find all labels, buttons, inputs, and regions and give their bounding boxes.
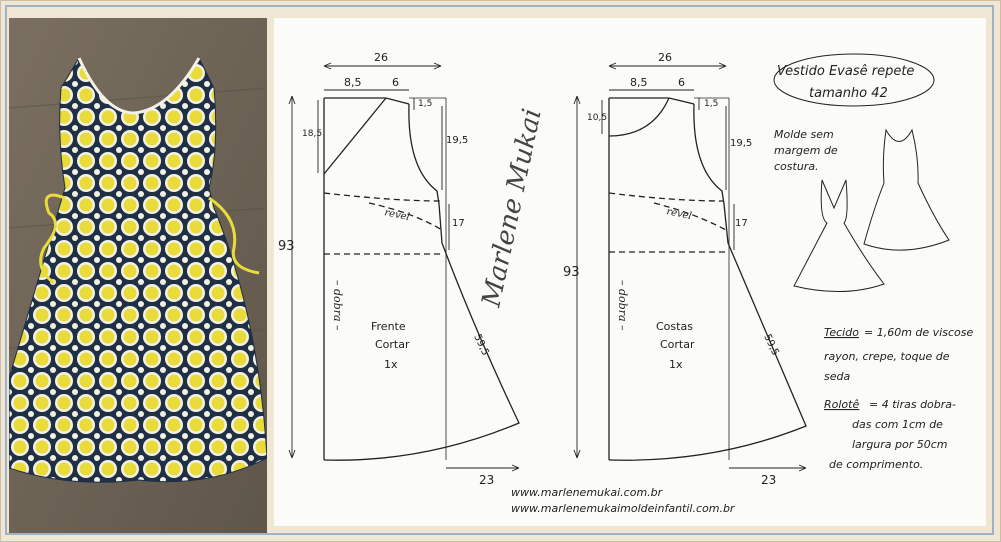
front-shoulder-drop-label: 1,5 <box>418 99 432 109</box>
back-length-label: 93 <box>563 265 580 280</box>
tie-right <box>208 196 260 275</box>
front-shoulder-label: 6 <box>392 76 399 89</box>
front-neck-depth-label: 18,5 <box>302 129 322 139</box>
dress-title: Vestido Evasê repete <box>777 64 914 79</box>
back-top-width-label: 26 <box>658 51 672 64</box>
back-neck-depth-label: 10,5 <box>587 113 607 123</box>
back-seam-label: 59,5 <box>761 333 780 358</box>
back-fold-label: – dobra – <box>616 280 629 331</box>
back-title: Costas <box>656 320 693 333</box>
dress-illustration <box>9 18 267 533</box>
fabric-line-3: seda <box>824 370 850 383</box>
note-line-1: Molde sem <box>774 128 834 141</box>
back-neck-width-label: 8,5 <box>630 76 648 89</box>
dress-sketches <box>793 128 950 292</box>
front-seam-label: 59,5 <box>471 333 490 358</box>
pattern-sheet: 26 8,5 6 1,5 18,5 19,5 17 93 – dobra – r… <box>274 18 986 526</box>
tie-line-3: largura por 50cm <box>852 438 948 451</box>
tie-line-2: das com 1cm de <box>852 418 943 431</box>
dress-size: tamanho 42 <box>809 86 888 101</box>
front-hem-label: 23 <box>479 473 494 487</box>
url-line-1: www.marlenemukai.com.br <box>511 486 664 499</box>
front-side-label: 17 <box>452 218 465 229</box>
back-shoulder-drop-label: 1,5 <box>704 99 718 109</box>
dimension-lines <box>288 62 807 472</box>
front-armhole-label: 19,5 <box>446 135 468 146</box>
back-cut-count: 1x <box>669 358 683 371</box>
front-pattern-piece <box>323 97 520 461</box>
back-cut-label: Cortar <box>660 338 695 351</box>
front-cut-label: Cortar <box>375 338 410 351</box>
tie-label: Rolotê <box>824 398 859 411</box>
front-neck-width-label: 8,5 <box>344 76 362 89</box>
fabric-line-2: rayon, crepe, toque de <box>824 350 950 363</box>
back-hem-label: 23 <box>761 473 776 487</box>
designer-signature: Marlene Mukai <box>476 106 547 310</box>
tie-left <box>39 193 66 285</box>
front-length-label: 93 <box>278 239 295 254</box>
back-pattern-piece <box>608 97 807 461</box>
front-title: Frente <box>371 320 406 333</box>
dress-photo <box>9 18 267 533</box>
image-border <box>5 5 994 535</box>
front-cut-count: 1x <box>384 358 398 371</box>
tie-line-4: de comprimento. <box>829 458 923 471</box>
back-side-label: 17 <box>735 218 748 229</box>
back-shoulder-label: 6 <box>678 76 685 89</box>
note-line-3: costura. <box>774 160 819 173</box>
front-facing-label: revel <box>383 207 410 223</box>
note-line-2: margem de <box>774 144 838 157</box>
front-fold-label: – dobra – <box>331 280 344 331</box>
fabric-label: Tecido <box>824 326 859 339</box>
fabric-line-1: = 1,60m de viscose <box>864 326 973 339</box>
back-facing-label: revel <box>665 206 692 222</box>
url-line-2: www.marlenemukaimoldeinfantil.com.br <box>511 502 736 515</box>
tie-line-1: = 4 tiras dobra- <box>869 398 956 411</box>
pattern-drawing: 26 8,5 6 1,5 18,5 19,5 17 93 – dobra – r… <box>278 51 973 515</box>
front-top-width-label: 26 <box>374 51 388 64</box>
back-armhole-label: 19,5 <box>730 138 752 149</box>
